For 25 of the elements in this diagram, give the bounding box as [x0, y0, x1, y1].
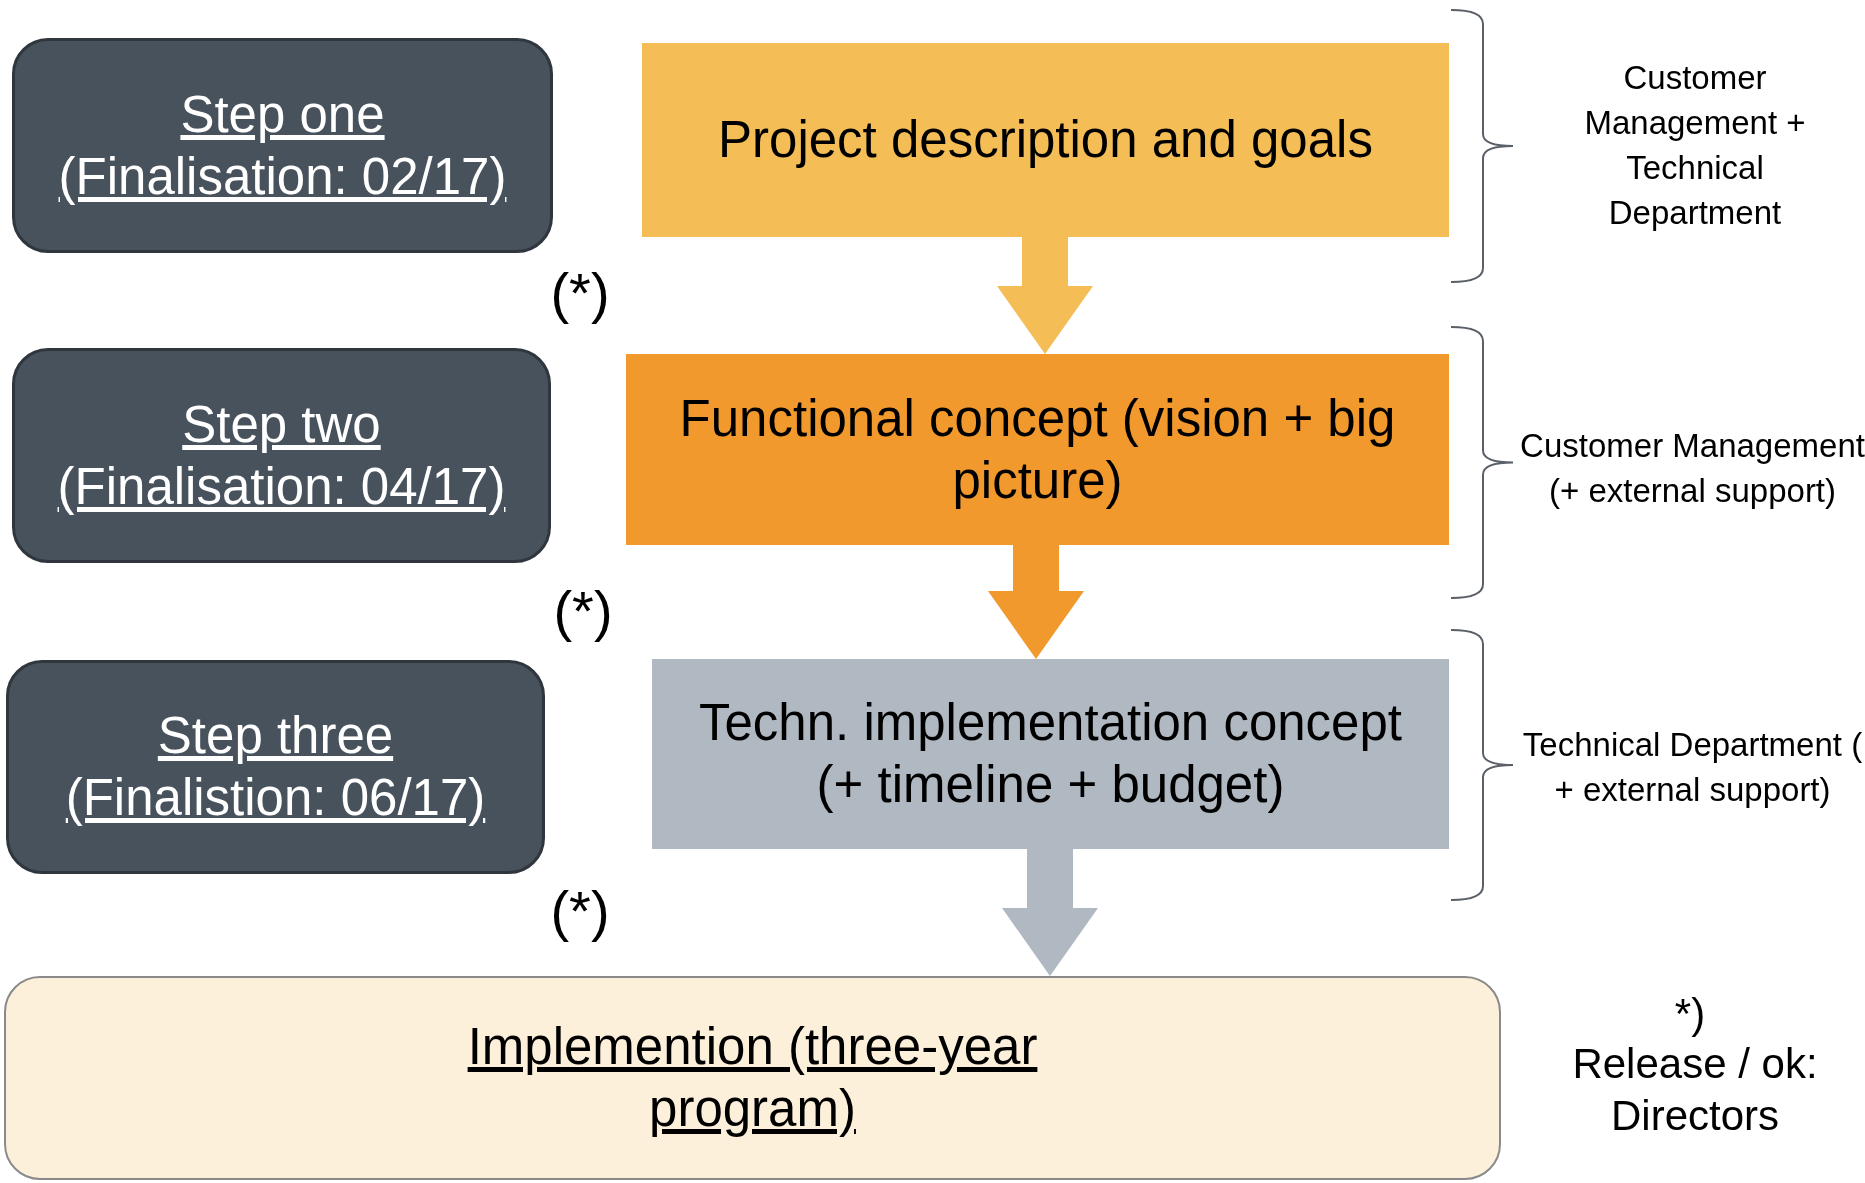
node-text: Step one (Finalisation: 02/17) [57, 84, 508, 207]
step-box [6, 660, 545, 874]
node-text: Implemention (three-year program) [466, 1017, 1039, 1139]
responsibility-note: Customer Management + Technical Department [1583, 58, 1807, 233]
node-text: Functional concept (vision + big picture) [678, 388, 1397, 511]
process-box [626, 354, 1449, 545]
node-text: Step two (Finalisation: 04/17) [56, 394, 507, 517]
node-text: Techn. implementation concept (+ timeline + budget) [697, 693, 1404, 815]
block-arrow [997, 237, 1093, 354]
block-arrow [988, 545, 1084, 659]
footnote: Release / ok: Directors [1571, 1039, 1819, 1141]
implementation-box [4, 976, 1501, 1180]
step-box [12, 348, 551, 563]
node-text: Step three (Finalistion: 06/17) [64, 706, 487, 828]
release-marker: (*) [552, 578, 614, 644]
responsibility-note: Customer Management (+ external support) [1520, 426, 1865, 511]
step-box [12, 38, 553, 253]
footnote: *) [1673, 989, 1707, 1039]
release-marker: (*) [549, 260, 611, 326]
node-text: Project description and goals [718, 110, 1373, 170]
release-marker: (*) [549, 878, 611, 944]
block-arrow [1002, 849, 1098, 976]
process-box [642, 43, 1449, 237]
process-box [652, 659, 1449, 849]
responsibility-note: Technical Department ( + external support) [1521, 725, 1864, 810]
